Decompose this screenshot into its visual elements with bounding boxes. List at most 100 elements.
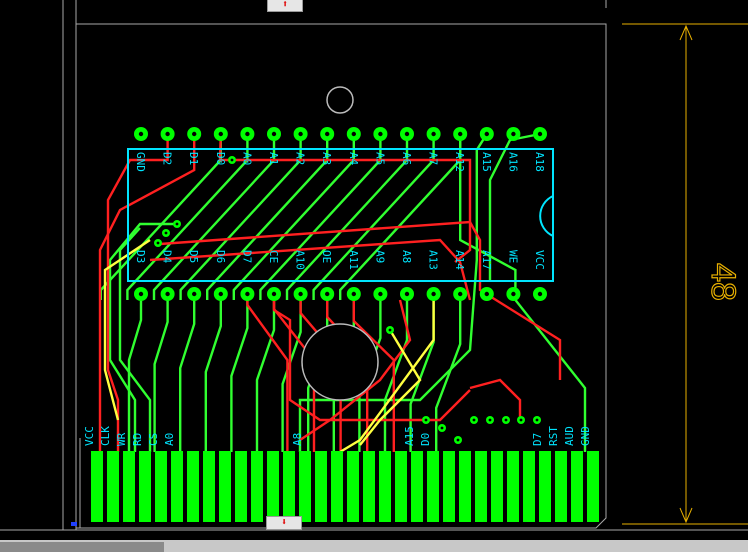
via-hole xyxy=(519,418,523,422)
edge-finger xyxy=(475,451,487,522)
chip-pin-label: D0 xyxy=(214,152,227,165)
edge-finger xyxy=(571,451,583,522)
trace xyxy=(118,227,152,452)
via-hole xyxy=(488,418,492,422)
edge-pin-label: A8 xyxy=(291,433,304,446)
chip-pin-label: D1 xyxy=(187,152,200,165)
via-hole xyxy=(440,426,444,430)
trace xyxy=(126,134,249,300)
chip-pin-label: D5 xyxy=(187,250,200,263)
pad-hole xyxy=(218,291,223,297)
trace xyxy=(218,133,472,263)
edge-finger xyxy=(139,451,151,522)
edge-finger xyxy=(219,451,231,522)
edge-finger xyxy=(107,451,119,522)
chip-pin-label: A12 xyxy=(453,152,466,172)
edge-finger xyxy=(235,451,247,522)
edge-finger xyxy=(379,451,391,522)
dimension-label: 48 xyxy=(704,263,742,301)
edge-pin-label: RST xyxy=(547,426,560,446)
edge-finger xyxy=(587,451,599,522)
trace xyxy=(272,294,316,452)
chip-pin-label: A8 xyxy=(400,250,413,263)
via-hole xyxy=(230,158,234,162)
trace xyxy=(339,294,435,454)
edge-pin-label: D0 xyxy=(419,433,432,446)
edge-pin-label: WR xyxy=(115,432,128,446)
trace xyxy=(106,134,169,452)
scrollbar-thumb[interactable] xyxy=(0,542,164,552)
scroll-up-marker[interactable]: ⬆ xyxy=(267,0,303,12)
chip-pin-label: A6 xyxy=(400,152,413,165)
pad-hole xyxy=(192,291,197,297)
pad-hole xyxy=(165,131,170,137)
pad-hole xyxy=(245,131,250,137)
edge-finger xyxy=(283,451,295,522)
chip-pads xyxy=(134,127,547,301)
via-hole xyxy=(535,418,539,422)
chip-pin-label: A7 xyxy=(427,152,440,165)
chip-pin-label: WE xyxy=(506,250,519,263)
pad-hole xyxy=(325,131,330,137)
trace xyxy=(127,294,143,452)
via-hole xyxy=(388,328,392,332)
edge-finger xyxy=(155,451,167,522)
chip-pin-label: A1 xyxy=(267,152,280,165)
chip-pin-label: CE xyxy=(267,250,280,263)
pad-hole xyxy=(325,291,330,297)
trace xyxy=(359,329,422,446)
chip-pin-label: A18 xyxy=(533,152,546,172)
edge-finger xyxy=(187,451,199,522)
edge-finger xyxy=(251,451,263,522)
edge-finger xyxy=(555,451,567,522)
chip-outline xyxy=(127,148,554,282)
trace xyxy=(98,134,196,452)
edge-finger xyxy=(267,451,279,522)
chip-pin-label: A3 xyxy=(320,152,333,165)
pad-hole xyxy=(165,291,170,297)
trace xyxy=(255,294,276,452)
chip-pin-label: D2 xyxy=(161,152,174,165)
edge-finger xyxy=(331,451,343,522)
pad-hole xyxy=(192,131,197,137)
via-hole xyxy=(472,418,476,422)
pad-hole xyxy=(378,131,383,137)
edge-finger xyxy=(347,451,359,522)
pad-hole xyxy=(218,131,223,137)
horizontal-scrollbar[interactable] xyxy=(0,540,748,552)
pad-hole xyxy=(351,131,356,137)
edge-pin-label: CS xyxy=(147,433,160,446)
chip-pin-label: A15 xyxy=(480,152,493,172)
chip-pin-label: OE xyxy=(320,250,333,263)
trace xyxy=(285,134,409,300)
via-hole xyxy=(164,231,168,235)
mounting-hole xyxy=(326,86,354,114)
chip-pin-label: A10 xyxy=(294,250,307,270)
trace xyxy=(230,294,249,452)
chip-pin-label: A5 xyxy=(373,152,386,165)
edge-connector xyxy=(91,451,599,522)
edge-finger xyxy=(411,451,423,522)
trace xyxy=(204,294,223,452)
edge-pin-label: GND xyxy=(579,426,592,446)
edge-finger xyxy=(171,451,183,522)
pad-hole xyxy=(537,291,543,297)
chip-pin-label: D3 xyxy=(134,250,147,263)
pad-hole xyxy=(431,291,436,297)
chip-pin-label: D6 xyxy=(214,250,227,263)
scroll-down-marker[interactable]: ⬇ xyxy=(266,516,302,530)
chip-pin-label: A16 xyxy=(506,152,519,172)
pad-hole xyxy=(511,131,516,137)
trace xyxy=(152,134,276,300)
pad-hole xyxy=(245,291,250,297)
via-hole xyxy=(504,418,508,422)
pad-hole xyxy=(298,291,303,297)
vias xyxy=(154,156,541,444)
trace xyxy=(159,220,562,380)
pad-hole xyxy=(271,131,277,137)
edge-finger xyxy=(443,451,455,522)
edge-pin-label: D7 xyxy=(531,433,544,446)
